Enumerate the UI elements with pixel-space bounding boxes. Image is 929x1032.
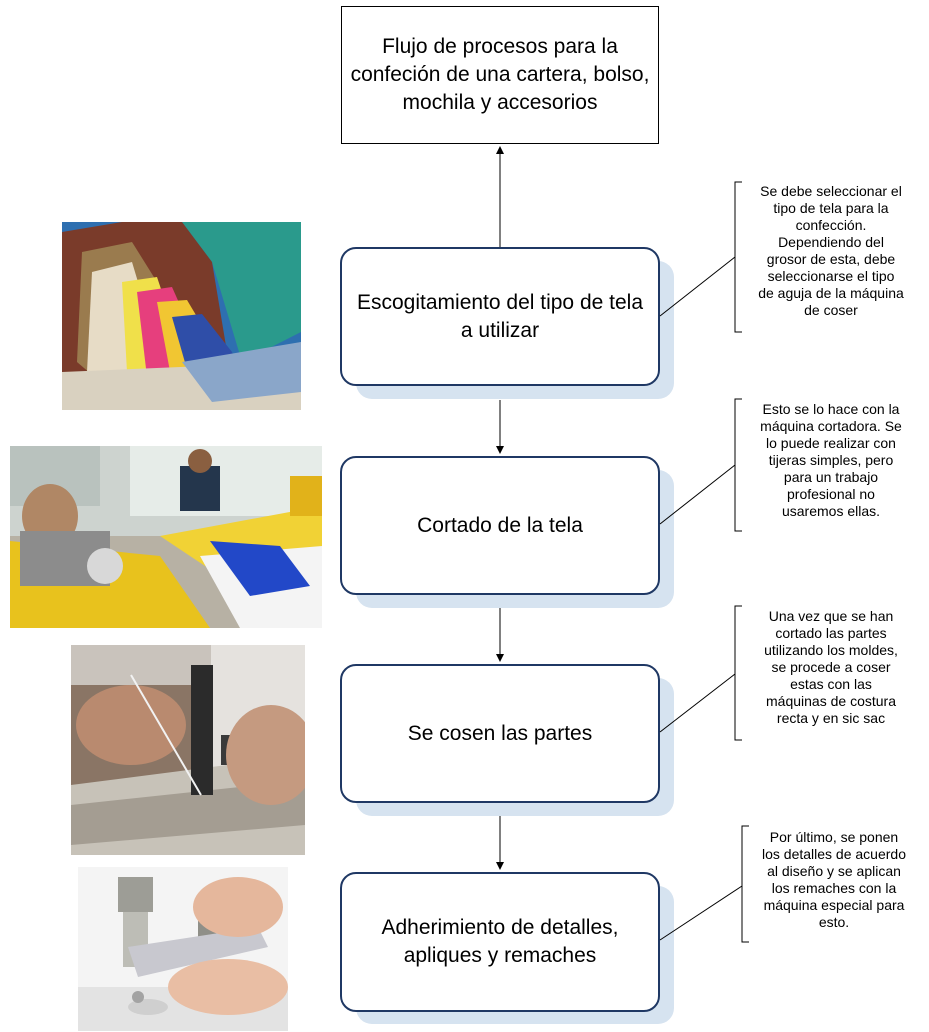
rivet-press-photo bbox=[78, 867, 288, 1031]
colorful-fabrics-photo bbox=[62, 222, 301, 410]
fabric-cutting-workshop-photo bbox=[10, 446, 322, 628]
diagram-title-box: Flujo de procesos para la confeción de u… bbox=[341, 6, 659, 144]
callout-1-leader bbox=[659, 256, 736, 317]
step-4-label: Adherimiento de detalles, apliques y rem… bbox=[381, 916, 619, 967]
sewing-machine-photo bbox=[71, 645, 305, 855]
callout-2-bracket bbox=[734, 398, 742, 532]
step-1-label: Escogitamiento del tipo de tela a utiliz… bbox=[356, 290, 643, 342]
callout-2-leader bbox=[659, 464, 736, 525]
step-3-box: Se cosen las partes bbox=[340, 664, 660, 803]
diagram-title: Flujo de procesos para la confeción de u… bbox=[350, 35, 650, 114]
callout-3-bracket bbox=[734, 605, 742, 741]
step-2-label: Cortado de la tela bbox=[417, 513, 583, 537]
callout-1-bracket bbox=[734, 181, 742, 333]
step-2-box: Cortado de la tela bbox=[340, 456, 660, 595]
step-3-label: Se cosen las partes bbox=[407, 721, 593, 745]
step-2-note: Esto se lo hace con la máquina cortadora… bbox=[760, 401, 902, 519]
step-1-box: Escogitamiento del tipo de tela a utiliz… bbox=[340, 247, 660, 386]
step-4-box: Adherimiento de detalles, apliques y rem… bbox=[340, 872, 660, 1012]
callout-4-leader bbox=[659, 885, 743, 941]
callout-4-bracket bbox=[741, 825, 749, 943]
step-4-note: Por último, se ponen los detalles de acu… bbox=[762, 829, 906, 930]
callout-3-leader bbox=[659, 673, 736, 733]
step-1-note: Se debe seleccionar el tipo de tela para… bbox=[758, 183, 904, 318]
step-3-note: Una vez que se han cortado las partes ut… bbox=[764, 608, 898, 726]
